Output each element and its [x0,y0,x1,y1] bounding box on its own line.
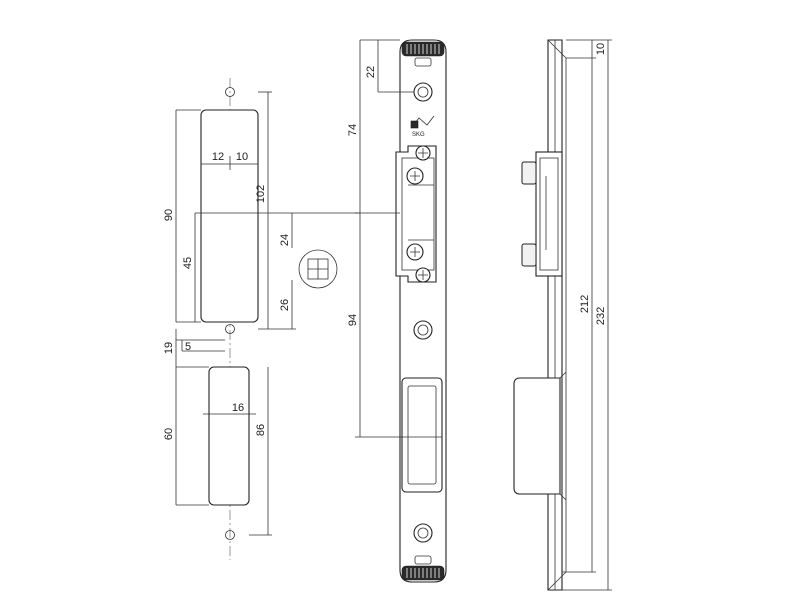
template-lower-slot [208,366,250,506]
bottom-screw-hole [413,523,433,543]
dim-12: 12 [212,151,224,163]
top-screw-hole [413,82,433,102]
dim-74: 74 [347,124,359,136]
bolt-opening [401,377,443,493]
template-top-hole [225,87,235,97]
dimension-labels: 22 74 12 10 90 102 24 45 26 94 19 5 16 6… [163,43,607,440]
dim-10-right: 10 [595,43,607,55]
middle-screw-hole [413,320,433,340]
dim-232: 232 [595,307,607,325]
template-middle-hole [225,324,235,334]
dim-60: 60 [163,428,175,440]
dim-22: 22 [365,66,377,78]
mortise-template [175,78,360,560]
adjustable-keeper [395,145,437,283]
dim-10-top: 10 [236,151,248,163]
template-bottom-hole [225,530,235,540]
dim-16: 16 [232,402,244,414]
side-bolt-box [513,371,567,501]
dim-90: 90 [163,209,175,221]
logo-text: SKG [412,132,425,138]
side-keeper-profile [521,151,563,277]
dim-45: 45 [182,257,194,269]
dim-24: 24 [279,234,291,246]
dim-26: 26 [279,299,291,311]
dim-212: 212 [579,295,591,313]
square-hole-symbol [298,249,338,289]
dim-5: 5 [185,341,191,353]
dim-19: 19 [163,342,175,354]
template-upper-slot [200,109,259,323]
strike-plate-front: SKG [355,39,447,583]
brand-logo: SKG [410,115,435,138]
dim-102: 102 [255,185,267,203]
dim-86: 86 [255,424,267,436]
dim-94: 94 [347,314,359,326]
strike-plate-side [513,39,612,591]
